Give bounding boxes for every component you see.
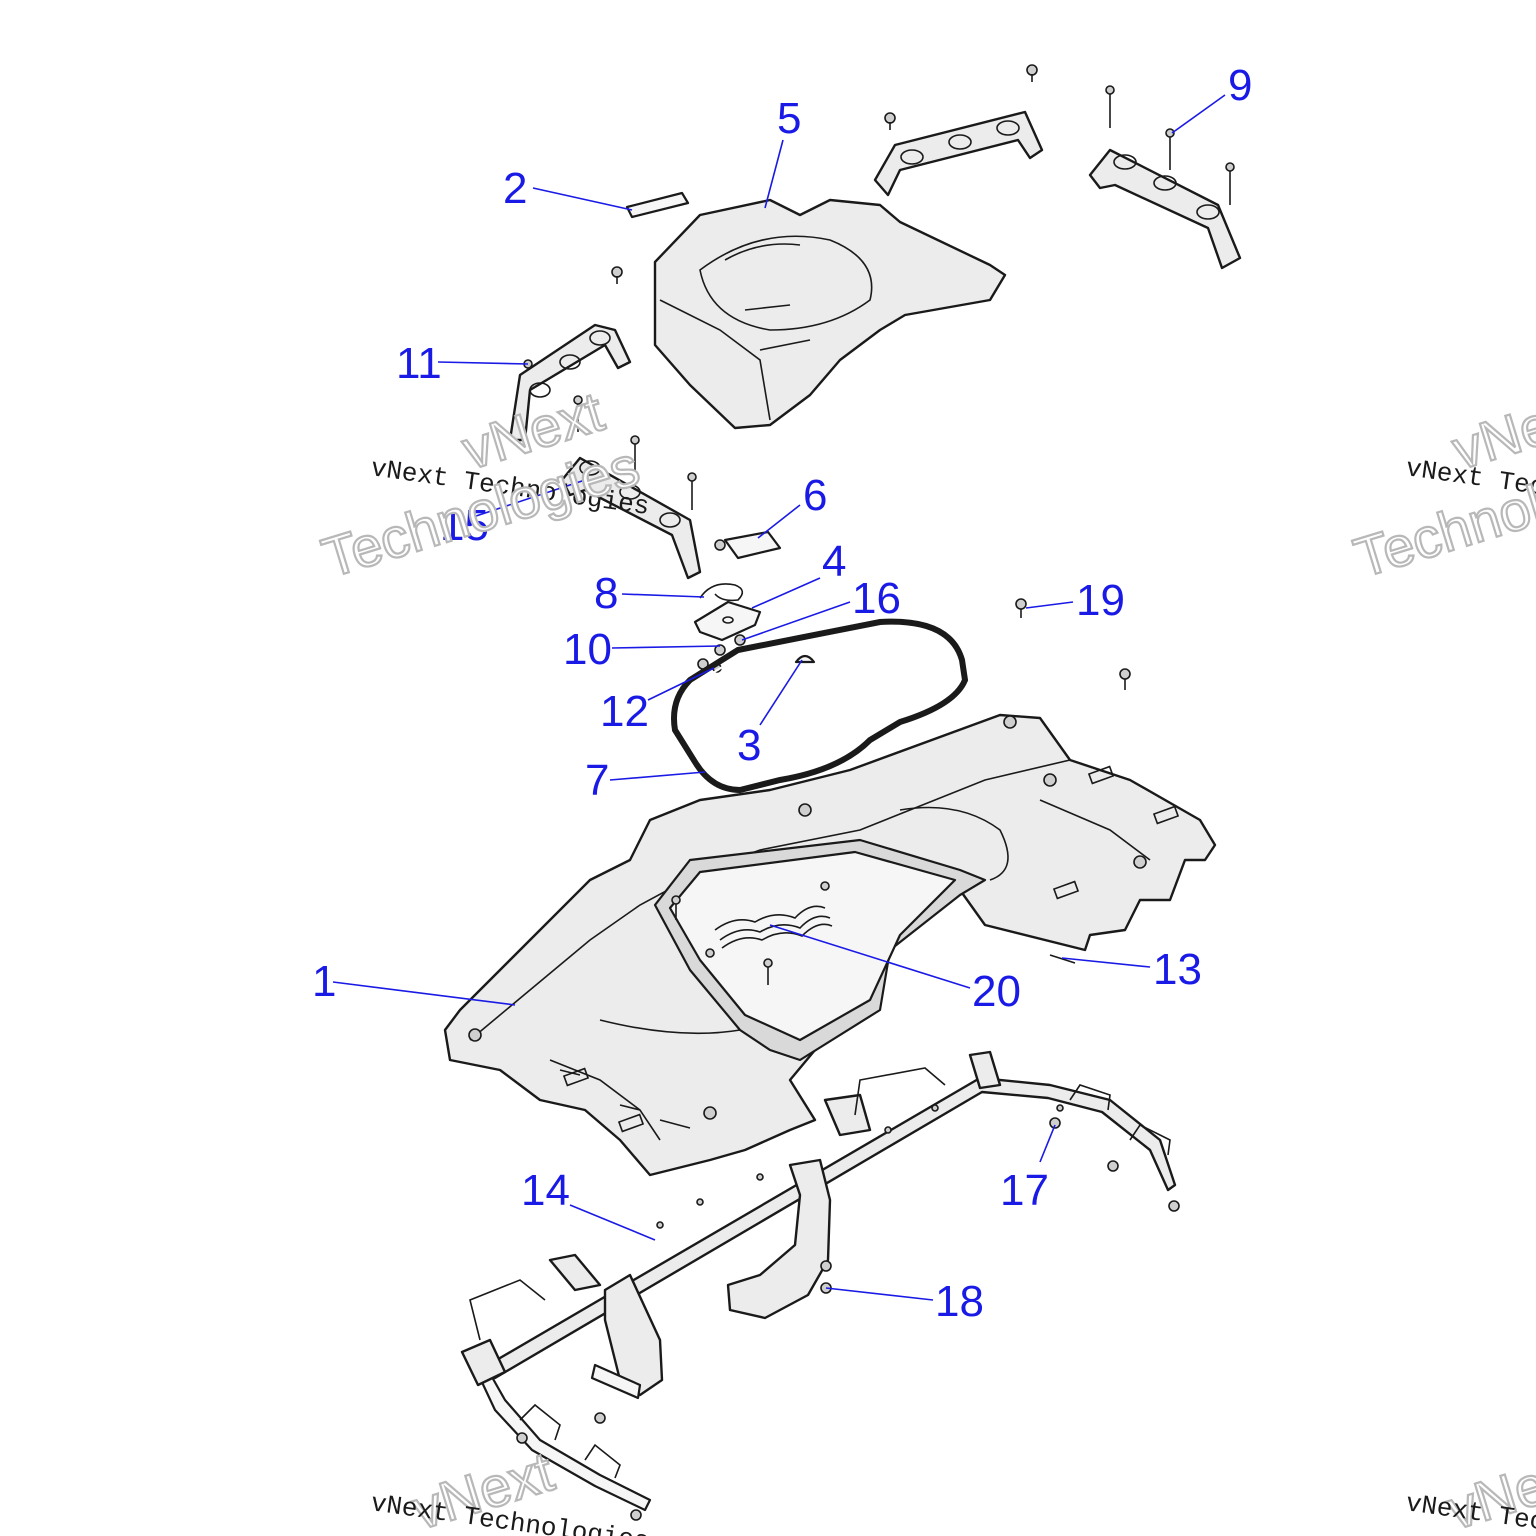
callout-16: 16 — [852, 574, 901, 623]
callout-18: 18 — [935, 1277, 984, 1326]
part-seal-gasket — [671, 618, 969, 794]
callout-9: 9 — [1228, 61, 1252, 110]
part-rack-bracket-left-upper — [508, 323, 632, 442]
callout-2: 2 — [503, 164, 527, 213]
watermark-lower-right: vNext vNext Technologies — [1404, 1438, 1536, 1536]
watermark-upper-left: vNext Technologies vNext Technologies — [314, 378, 651, 590]
part-latch-assembly — [693, 530, 782, 673]
part-rack-cover — [653, 198, 1007, 430]
callout-19: 19 — [1076, 576, 1125, 625]
part-cap — [794, 654, 816, 664]
part-rear-frame — [460, 1050, 1180, 1521]
part-rack-bracket-right — [1088, 148, 1242, 270]
leader-lines — [332, 94, 1226, 1301]
callout-7: 7 — [585, 756, 609, 805]
callout-15: 15 — [440, 501, 489, 550]
callout-4: 4 — [822, 537, 846, 586]
part-rack-bracket-left-lower — [560, 435, 702, 580]
callout-1: 1 — [312, 957, 336, 1006]
part-storage-bin — [653, 838, 987, 1062]
callout-5: 5 — [777, 94, 801, 143]
callout-14: 14 — [521, 1166, 570, 1215]
callout-6: 6 — [803, 471, 827, 520]
callout-13: 13 — [1153, 945, 1202, 994]
callout-20: 20 — [972, 967, 1021, 1016]
callout-10: 10 — [563, 625, 612, 674]
part-decal — [625, 191, 690, 219]
callout-3: 3 — [737, 721, 761, 770]
bolt-group-upper — [611, 64, 1235, 284]
watermark-upper-right: vNext Technologies vNext Technologies — [1346, 378, 1536, 590]
callout-12: 12 — [600, 687, 649, 736]
bolt-group-19 — [1015, 598, 1131, 690]
callout-11: 11 — [396, 339, 442, 388]
callout-17: 17 — [1000, 1166, 1049, 1215]
callout-8: 8 — [594, 569, 618, 618]
callouts: 1 2 3 4 5 6 7 8 9 10 11 12 13 14 15 16 1… — [312, 61, 1252, 1326]
watermark-logo-line1: vNext — [1445, 379, 1536, 481]
part-rack-bracket-upper — [873, 110, 1044, 197]
